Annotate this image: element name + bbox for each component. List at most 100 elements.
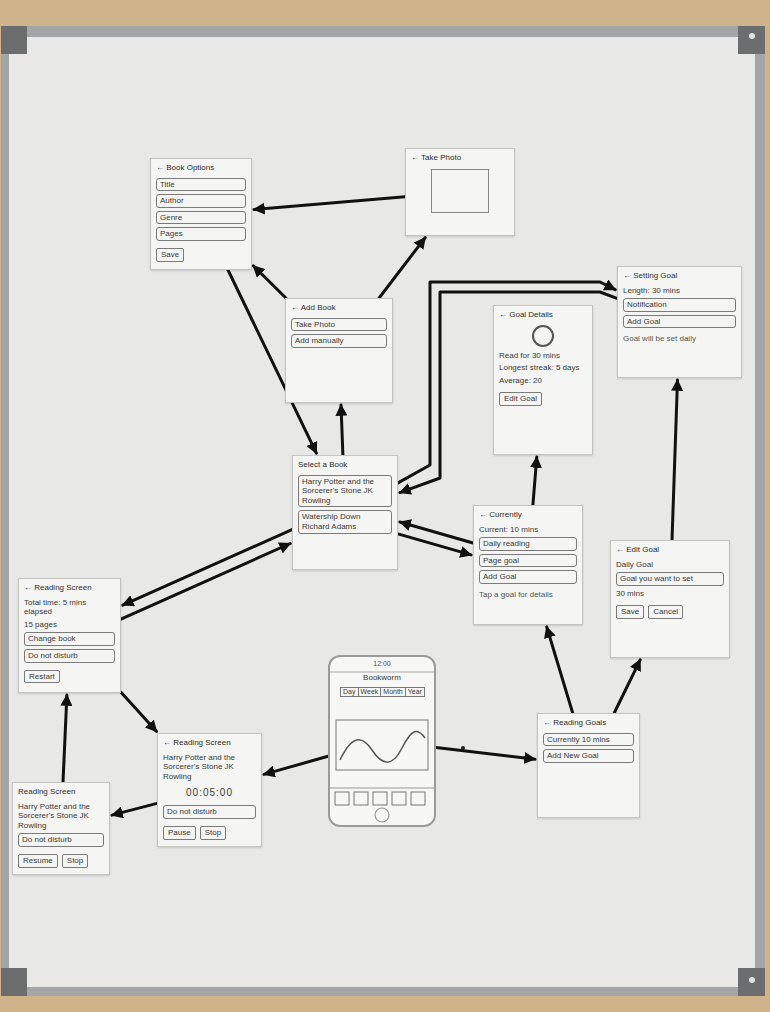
screen-text: Page goal (479, 554, 577, 568)
screen-text: Year (405, 687, 425, 697)
screen-text: Notification (623, 298, 736, 312)
screen-text: Average: 20 (499, 376, 587, 386)
screen-card: ← Reading GoalsCurrently 10 minsAdd New … (537, 713, 640, 818)
tab-bar-line (330, 788, 434, 789)
screen-text: Do not disturb (163, 805, 256, 819)
flow-arrow (379, 238, 425, 298)
phone-screen: 12:00BookwormDayWeekMonthYear (328, 655, 436, 827)
button-label: Restart (24, 670, 60, 684)
screen-text: Goal you want to set (616, 572, 724, 586)
screen-text: Add Goal (479, 570, 577, 584)
flow-arrow (123, 530, 292, 606)
screen-text: Read for 30 mins (499, 351, 587, 361)
phone-status-line (330, 672, 434, 673)
screen-text: Add manually (291, 334, 387, 348)
frame-screw (749, 33, 755, 39)
button-label: Cancel (648, 605, 683, 619)
screen-text: Add Goal (623, 315, 736, 329)
screen-text: Day (340, 687, 358, 697)
screen-text: 12:00 (335, 660, 429, 668)
screen-title: ← Edit Goal (616, 545, 724, 555)
screen-text: Change book (24, 632, 115, 646)
chart-line (340, 731, 425, 762)
screen-card: ← Take Photo (405, 148, 515, 236)
frame-corner (738, 968, 765, 996)
frame-screw (749, 977, 755, 983)
screen-text: Length: 30 mins (623, 286, 736, 296)
frame-corner (1, 26, 27, 54)
screen-title: ← Book Options (156, 163, 246, 173)
screen-title: ← Reading Goals (543, 718, 634, 728)
screen-text: Current: 10 mins (479, 525, 577, 535)
screen-text: Genre (156, 211, 246, 225)
screen-text: Daily reading (479, 537, 577, 551)
screen-card: ← Add BookTake PhotoAdd manually (285, 298, 393, 403)
flow-arrow (436, 747, 535, 759)
button-label: Stop (200, 826, 226, 840)
screen-card: ← Setting GoalLength: 30 minsNotificatio… (617, 266, 742, 378)
nav-icon (373, 792, 387, 805)
screen-title: Reading Screen (18, 787, 104, 797)
board-surface (9, 37, 755, 987)
screen-text: Bookworm (335, 673, 429, 683)
goal-icon (532, 325, 554, 347)
screen-title: ← Goal Details (499, 310, 587, 320)
flow-arrow (400, 292, 617, 493)
home-button (375, 808, 389, 822)
screen-text: Total time: 5 mins elapsed (24, 598, 115, 617)
flow-arrow (400, 522, 473, 543)
button-label: Save (156, 248, 184, 262)
screen-title: ← Currently (479, 510, 577, 520)
nav-icon (354, 792, 368, 805)
board-frame (1, 26, 765, 996)
screen-text: Currently 10 mins (543, 733, 634, 747)
frame-corner (1, 968, 27, 996)
flow-arrow (264, 756, 328, 774)
screen-text: Title (156, 178, 246, 192)
screen-title: ← Take Photo (411, 153, 509, 163)
flow-arrow (63, 695, 67, 782)
button-label: Save (616, 605, 644, 619)
flow-arrow (533, 457, 537, 505)
screen-text: Author (156, 194, 246, 208)
screen-text: Do not disturb (24, 649, 115, 663)
screen-text: Tap a goal for details (479, 590, 577, 600)
flow-arrow (547, 627, 573, 713)
screen-text: Harry Potter and the Sorcerer's Stone JK… (163, 753, 256, 782)
button-label: Pause (163, 826, 196, 840)
button-label: Stop (62, 854, 88, 868)
screen-card: ← Reading ScreenHarry Potter and the Sor… (157, 733, 262, 847)
screen-text: Harry Potter and the Sorcerer's Stone JK… (298, 475, 392, 508)
screen-text: Longest streak: 5 days (499, 363, 587, 373)
flow-arrow (614, 660, 640, 713)
nav-icon (335, 792, 349, 805)
screen-title: ← Reading Screen (24, 583, 115, 593)
screen-card: ← Book OptionsTitleAuthorGenrePagesSave (150, 158, 252, 270)
button-label: Edit Goal (499, 392, 542, 406)
screen-card: Reading ScreenHarry Potter and the Sorce… (12, 782, 110, 875)
screen-text: Month (380, 687, 405, 697)
button-label: Resume (18, 854, 58, 868)
flow-arrow (672, 380, 678, 540)
photo-frame (431, 169, 489, 213)
screen-card: ← Edit GoalDaily GoalGoal you want to se… (610, 540, 730, 658)
screen-title: ← Add Book (291, 303, 387, 313)
screen-title: Select a Book (298, 460, 392, 470)
screen-text: Pages (156, 227, 246, 241)
flow-arrow (121, 544, 290, 620)
screen-text: Add New Goal (543, 749, 634, 763)
screen-text: Daily Goal (616, 560, 724, 570)
screen-text: 00:05:00 (163, 787, 256, 799)
flow-arrow (121, 692, 157, 731)
chart-frame (336, 720, 428, 770)
screen-card: Select a BookHarry Potter and the Sorcer… (292, 455, 398, 570)
screen-text: Goal will be set daily (623, 334, 736, 344)
screen-card: ← Reading ScreenTotal time: 5 mins elaps… (18, 578, 121, 693)
flow-arrow (254, 197, 405, 210)
flow-arrow (253, 266, 286, 298)
screen-text: Watership Down Richard Adams (298, 510, 392, 533)
flow-arrow (341, 405, 343, 455)
flow-arrow (112, 803, 157, 815)
screen-text: Take Photo (291, 318, 387, 332)
